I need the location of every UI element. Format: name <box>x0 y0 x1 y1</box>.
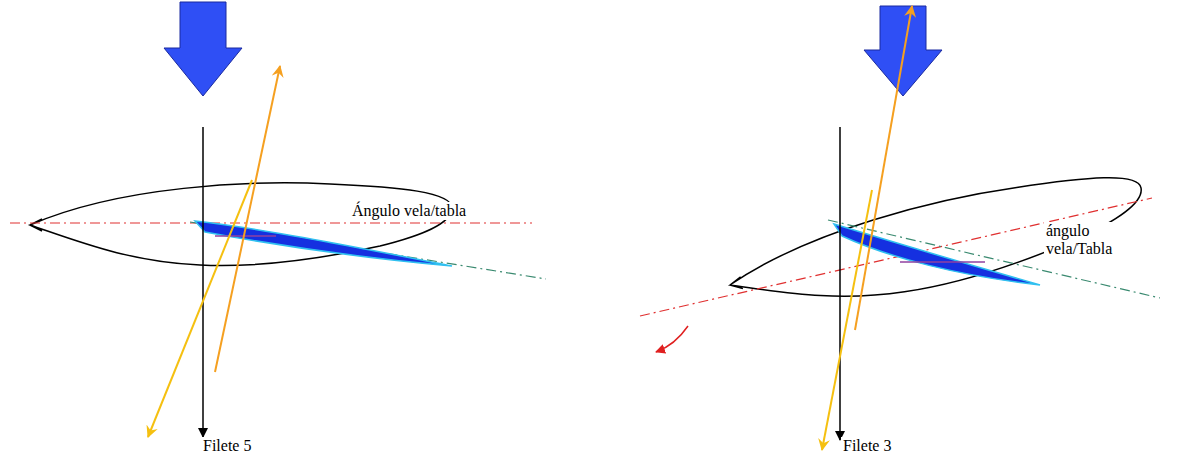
section-label: Filete 5 <box>201 437 253 455</box>
board-axis <box>640 198 1152 316</box>
flow-line <box>202 127 204 437</box>
wind-arrow <box>164 2 242 96</box>
reference-line <box>215 235 276 237</box>
angle-label: Ángulo vela/tabla <box>350 202 468 220</box>
reference-line <box>900 261 985 263</box>
force-arrow <box>822 190 872 450</box>
sail-axis <box>190 222 546 279</box>
section-label: Filete 3 <box>841 437 893 455</box>
angle-label: ángulo vela/Tabla <box>1044 222 1132 258</box>
force-arrow <box>148 180 252 437</box>
lift-arrow <box>215 66 280 372</box>
sail-axis <box>828 220 1160 298</box>
board-outline <box>722 163 1152 325</box>
rotation-arrow <box>656 326 688 352</box>
flow-line <box>839 127 841 440</box>
wind-arrow <box>864 6 942 96</box>
lift-arrow <box>855 6 912 330</box>
board-axis <box>10 222 532 223</box>
